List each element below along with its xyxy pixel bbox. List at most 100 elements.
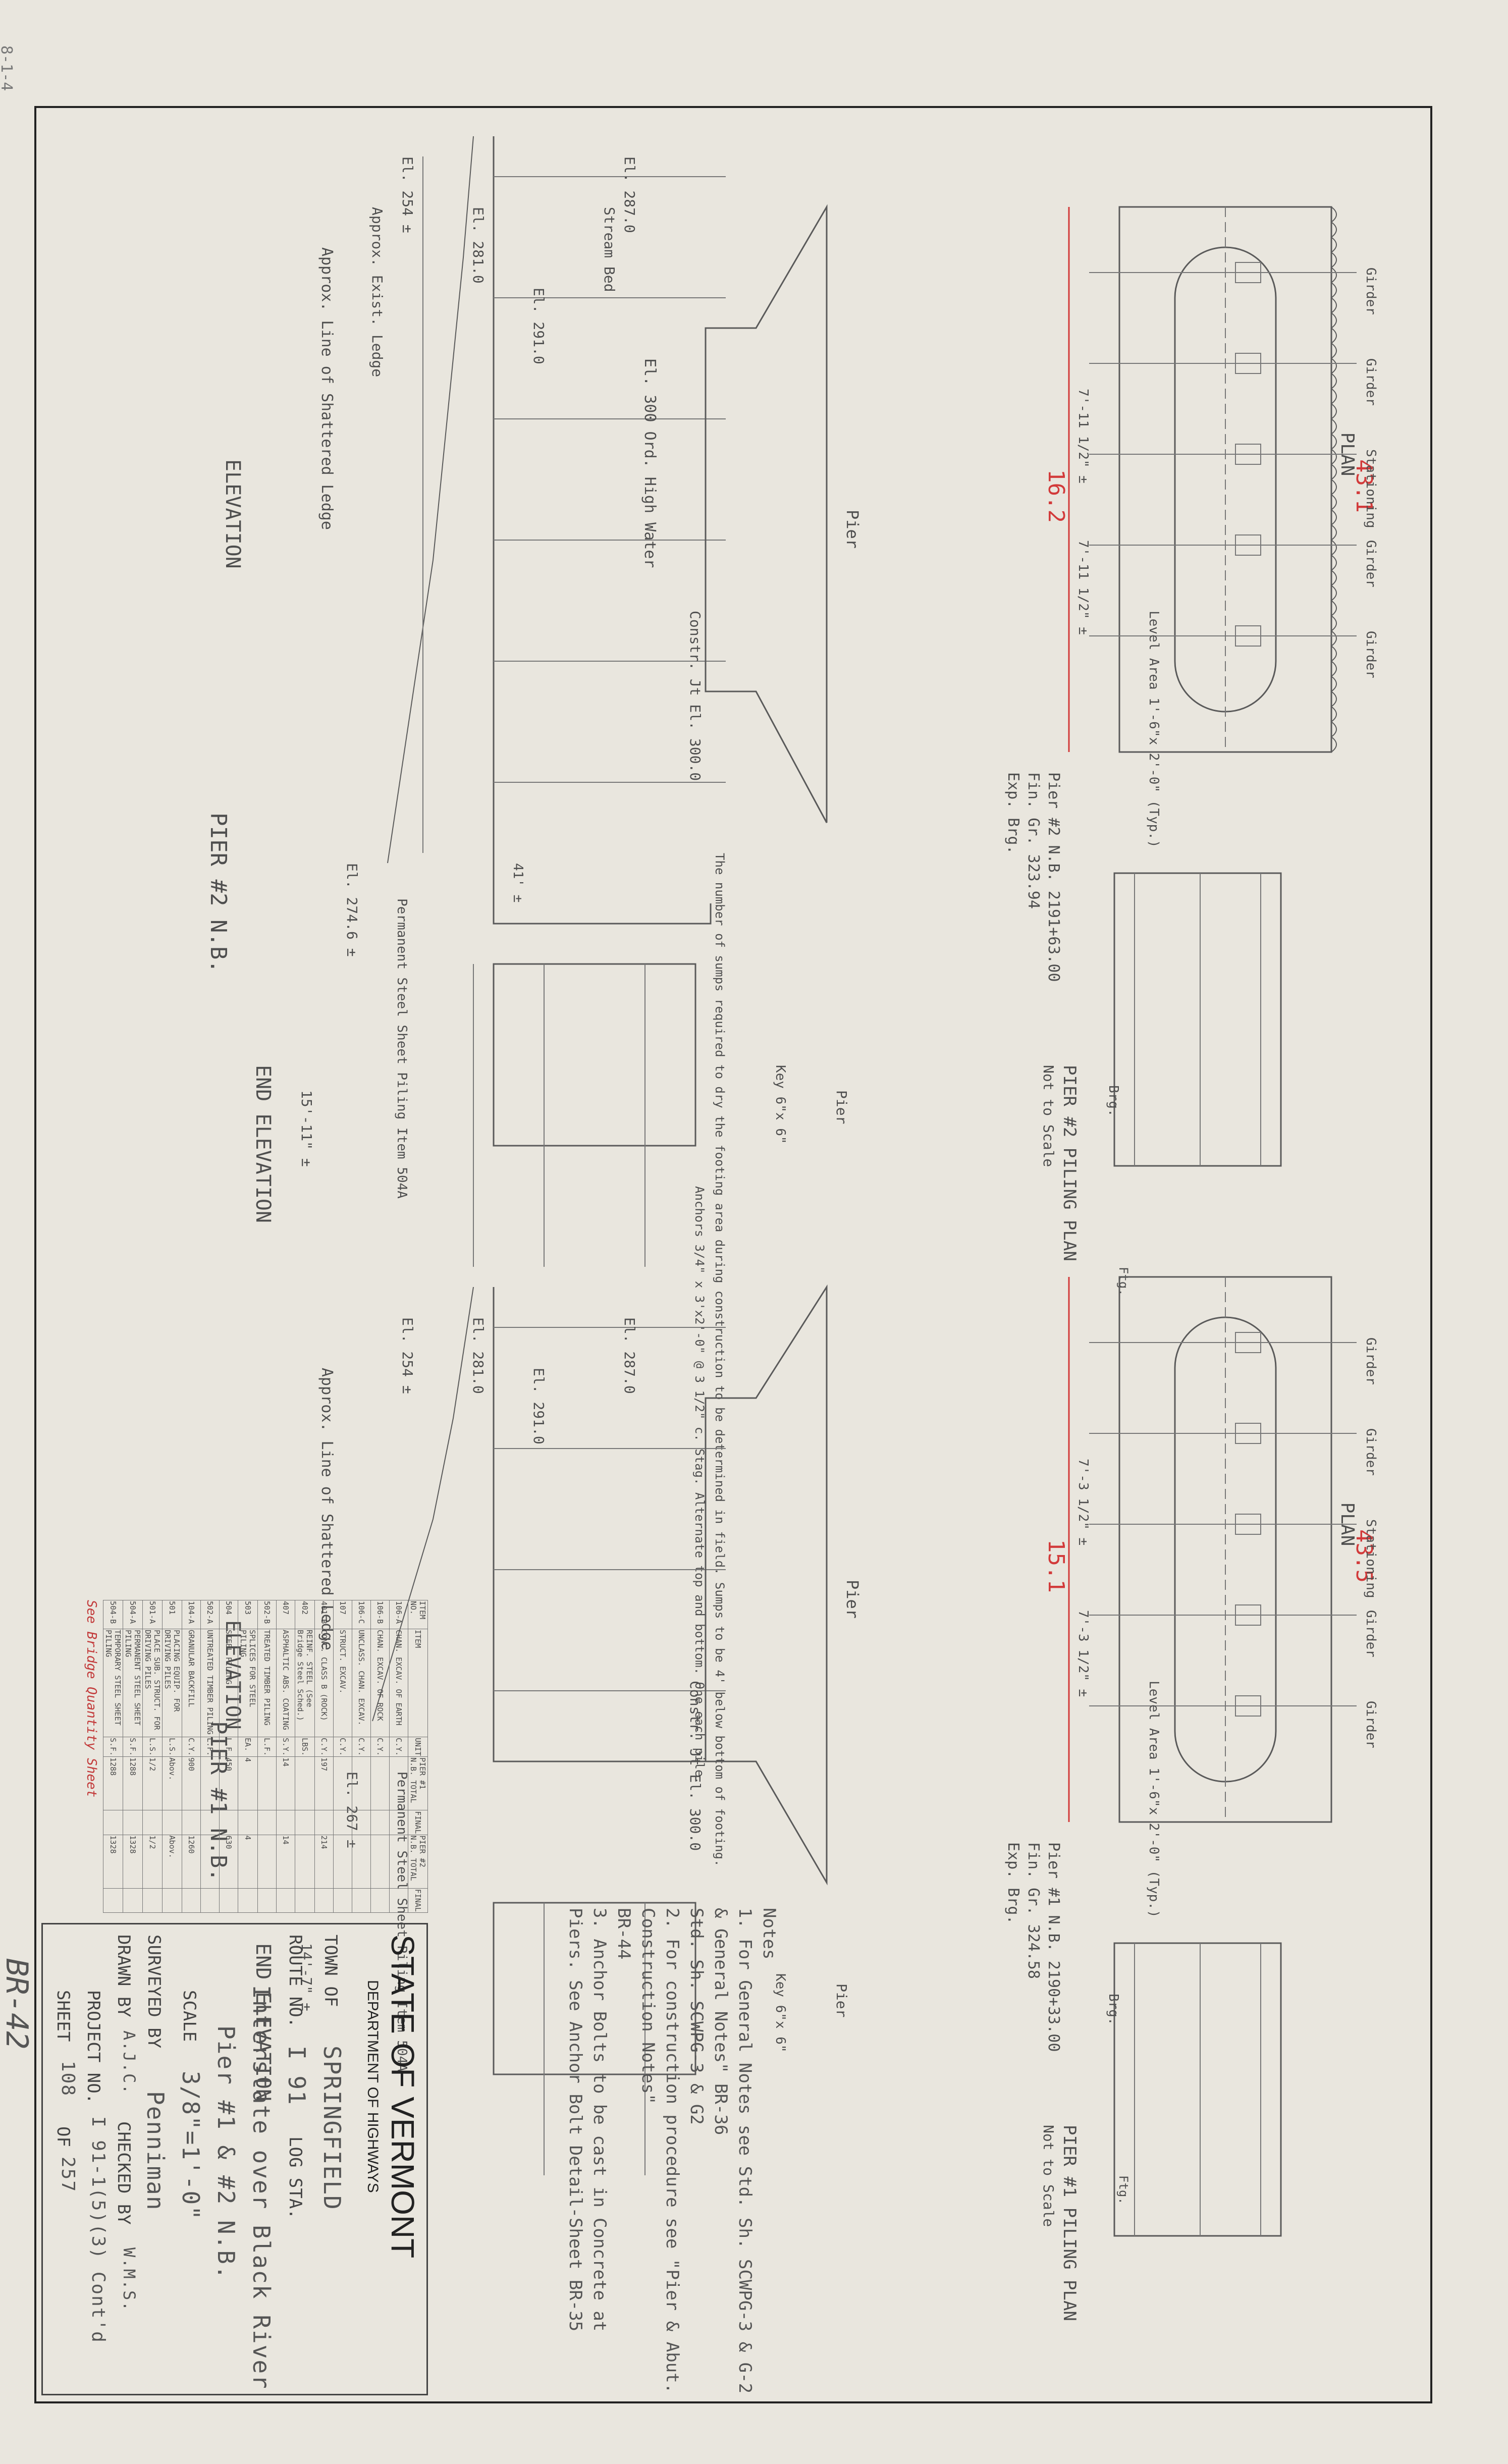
qty-cell: REINF. STEEL (See Bridge Steel Sched.): [295, 1629, 315, 1737]
qty-cell: [238, 1888, 258, 1913]
pier1-elevation: ELEVATION Pier Constr. Jt El. 300.0 El. …: [205, 1284, 862, 2072]
qty-cell: [276, 1888, 295, 1913]
qty-cell: C.Y.: [352, 1737, 371, 1757]
tb-route-label: ROUTE NO.: [285, 1935, 305, 2028]
qty-cell: EA.: [238, 1737, 258, 1757]
tb-of-label: OF: [53, 2126, 73, 2147]
pier2-anchors: Anchors 3/4" x 3'x2'-0" @ 3 1/2" c. Stag…: [692, 1186, 707, 1784]
qty-cell: C.Y.: [182, 1737, 201, 1757]
qty-cell: [142, 1888, 163, 1913]
qty-cell: [200, 1810, 220, 1835]
pier1-end-title: END ELEVATION: [251, 1943, 275, 2101]
notes: Notes 1. For General Notes see Std. Sh. …: [563, 1908, 781, 2402]
pier2-station-block: Pier #2 N.B. 2191+63.00 Fin. Gr. 323.94 …: [1004, 772, 1062, 982]
pier2-ftg: Ftg.: [1116, 1267, 1130, 1296]
pier1-perm-sheet: Permanent Steel Sheet Piling Item 504A: [394, 1772, 409, 2072]
pier2-end-brg: Brg.: [1106, 1085, 1121, 1117]
qty-cell: [370, 1810, 390, 1835]
qty-cell: 104-A: [182, 1600, 201, 1629]
qty-cell: [370, 1888, 390, 1913]
pier1-piling-sub: Not to Scale: [1040, 2125, 1057, 2227]
qty-cell: [333, 1835, 352, 1889]
qty-cell: [103, 1888, 123, 1913]
sheet-code: BR-42: [0, 1958, 34, 2050]
qty-cell: Abov.: [162, 1756, 182, 1810]
qty-cell: [219, 1810, 238, 1835]
qty-cell: L.S.: [162, 1737, 182, 1757]
qty-stamp: See Bridge Quantity Sheet: [84, 1600, 99, 1798]
pier1-girder-4: Girder: [1363, 1701, 1378, 1748]
qty-cell: S.Y.: [276, 1737, 295, 1757]
qty-cell: 504-B: [103, 1600, 123, 1629]
qty-cell: [162, 1888, 182, 1913]
qty-cell: 401-B: [314, 1600, 334, 1629]
pier2-key: Key 6"x 6": [773, 1065, 788, 1144]
pier2-dim-a: 7'-11 1/2" ±: [1075, 389, 1091, 484]
pier2-dim-b: 7'-11 1/2" ±: [1075, 540, 1091, 635]
pier1-station-block: Pier #1 N.B. 2190+33.00 Fin. Gr. 324.58 …: [1004, 1842, 1062, 2052]
qty-cell: CONC. CLASS B (ROCK): [314, 1629, 334, 1737]
qty-cell: 502-A: [200, 1600, 220, 1629]
qty-cell: [162, 1810, 182, 1835]
qty-cell: [219, 1888, 238, 1913]
pier2-sumps: The number of sumps required to dry the …: [713, 853, 727, 1866]
qty-cell: CHAN. EXCAV. OF EARTH: [389, 1629, 408, 1737]
tb-checked-label: CHECKED BY: [114, 2121, 134, 2225]
pier2-approx-line: Approx. Line of Shattered Ledge: [318, 247, 336, 530]
pier1-ftg: Ftg.: [1116, 2175, 1130, 2205]
pier2-red-width: 16.2: [1043, 469, 1069, 523]
note-2b: BR-44: [614, 1908, 634, 1960]
qty-cell: 501-A: [142, 1600, 163, 1629]
pier1-el-2870: El. 287.0: [621, 1317, 638, 1394]
qty-cell: 1288: [123, 1756, 143, 1810]
pier2-piling-plan: PIER #2 PILING PLAN Not to Scale: [1040, 872, 1282, 1261]
qty-cell: Abov.: [162, 1835, 182, 1889]
pier1-piling-plan: PIER #1 PILING PLAN Not to Scale: [1040, 1942, 1282, 2321]
qty-cell: GRANULAR BACKFILL: [182, 1629, 201, 1737]
qty-cell: CHAN. EXCAV. OF ROCK: [370, 1629, 390, 1737]
qty-cell: 1260: [182, 1835, 201, 1889]
pier1-plan: PLAN 43.5 Girder Girder Stationing Girde…: [1043, 1276, 1378, 1918]
qty-cell: [182, 1810, 201, 1835]
qty-cell: [103, 1810, 123, 1835]
qty-h-p2: PIER #2 N.B. TOTAL: [408, 1835, 428, 1889]
qty-cell: L.F.: [219, 1737, 238, 1757]
qty-cell: 450: [219, 1756, 238, 1810]
pier1-plan-title: PLAN: [1337, 1503, 1358, 1546]
pier1-end-brg: Brg.: [1106, 1994, 1121, 2025]
pier2-plan-red: 43.1: [1351, 459, 1377, 513]
pier2-end-pier: Pier: [833, 1090, 850, 1124]
qty-h-f1: FINAL: [408, 1810, 428, 1835]
qty-cell: [295, 1756, 315, 1810]
qty-cell: [333, 1756, 352, 1810]
qty-cell: 14: [276, 1756, 295, 1810]
pier1-level-area: Level Area 1'-6"x 2'-0" (Typ.): [1146, 1681, 1161, 1918]
pier2-fin-gr: Fin. Gr. 323.94: [1025, 772, 1042, 909]
qty-cell: [123, 1810, 143, 1835]
qty-cell: [295, 1810, 315, 1835]
pier2-elevation: ELEVATION Pier Constr. Jt El. 300.0 El. …: [205, 136, 862, 1866]
note-1b: & General Notes" BR-36: [711, 1908, 731, 2135]
qty-h-desc: ITEM: [408, 1629, 428, 1737]
pier2-el-2910: El. 291.0: [530, 288, 547, 364]
tb-state: STATE OF VERMONT: [385, 1935, 421, 2259]
qty-cell: 504: [219, 1600, 238, 1629]
qty-cell: PLACING EQUIP. FOR DRIVING PILES: [162, 1629, 182, 1737]
qty-cell: [370, 1835, 390, 1889]
tb-drawn-label: DRAWN BY: [114, 1935, 134, 2017]
pier2-piling-sub: Not to Scale: [1040, 1065, 1057, 1167]
pier2-plan: PLAN 43.1 Girder Girder Stationing Girde…: [1043, 206, 1378, 848]
qty-cell: [200, 1835, 220, 1889]
tb-town-label: TOWN OF: [320, 1935, 341, 2007]
qty-cell: 501: [162, 1600, 182, 1629]
qty-cell: [123, 1888, 143, 1913]
pier2-el-300: El. 300 Ord. High Water: [641, 358, 659, 568]
pier2-station: Pier #2 N.B. 2191+63.00: [1045, 772, 1062, 982]
note-1: 1. For General Notes see Std. Sh. SCWPG-…: [735, 1908, 755, 2394]
qty-h-unit: UNIT: [408, 1737, 428, 1757]
